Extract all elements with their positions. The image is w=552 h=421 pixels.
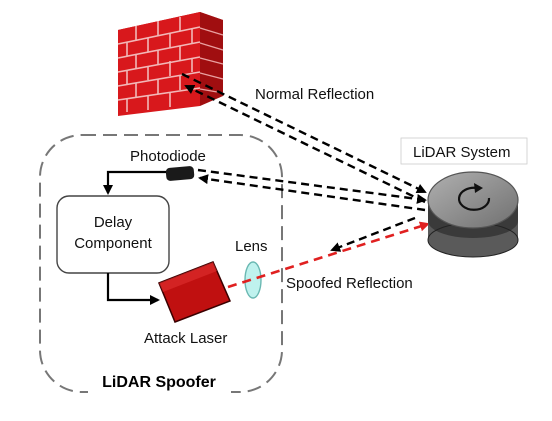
lidar-system-label: LiDAR System (413, 144, 511, 161)
delay-label-line2: Component (74, 235, 152, 252)
attack-laser-label: Attack Laser (144, 330, 227, 347)
laser-emitter-icon (158, 261, 232, 323)
photodiode-to-delay-line (103, 170, 166, 195)
brick-wall-icon (117, 12, 224, 116)
spoofed-beam (227, 221, 430, 289)
delay-to-laser-line (106, 273, 160, 305)
normal-reflection-label: Normal Reflection (255, 86, 374, 103)
rotation-arrow-icon (458, 183, 491, 211)
lens-icon (244, 261, 262, 299)
photodiode-beams (197, 168, 427, 212)
lidar-device-icon (427, 171, 519, 258)
lidar-spoofer-label: LiDAR Spoofer (102, 374, 216, 391)
normal-reflection-beams (181, 72, 427, 204)
photodiode-icon (165, 166, 195, 181)
spoofed-reflection-label: Spoofed Reflection (286, 275, 413, 292)
delay-label-line1: Delay (94, 214, 133, 231)
delay-component-box (56, 195, 170, 274)
lens-label: Lens (235, 238, 268, 255)
photodiode-label: Photodiode (130, 148, 206, 165)
lidar-spoofer-label-box (88, 367, 231, 395)
lidar-system-label-box (400, 137, 528, 165)
lidar-return-beam (330, 216, 416, 252)
